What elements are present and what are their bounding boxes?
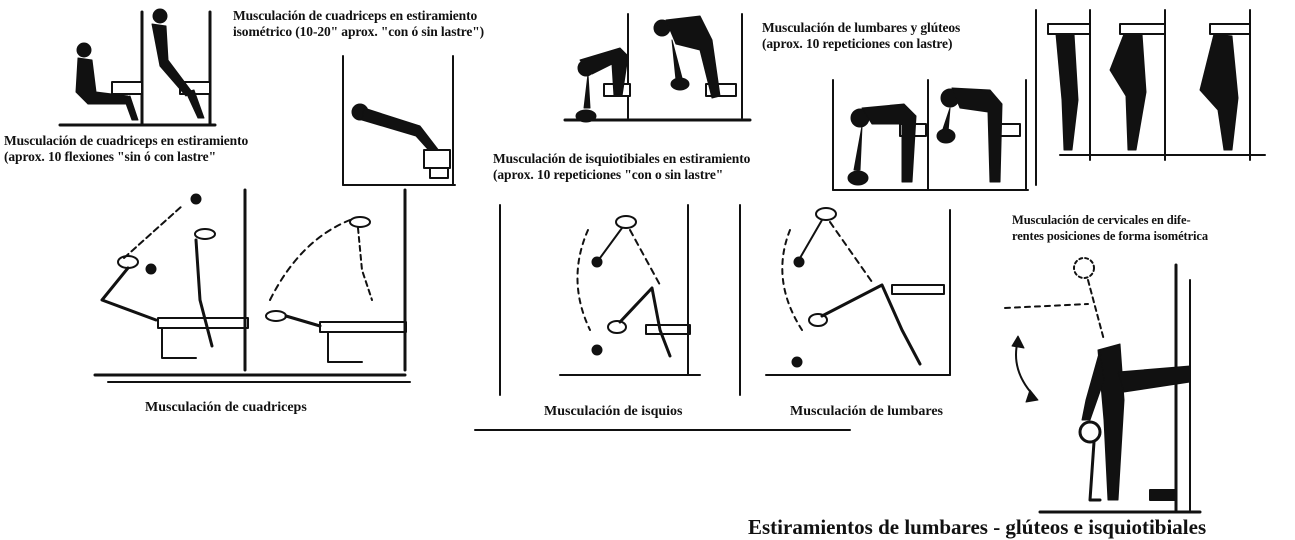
caption-quad-isometric: Musculación de cuadriceps en estiramient… (233, 8, 484, 40)
quad-wall-sit-figures (58, 8, 217, 127)
quad-isometric-figure (342, 55, 456, 186)
label-isquios: Musculación de isquios (544, 404, 683, 419)
caption-lumbar-gluteos: Musculación de lumbares y glúteos (aprox… (762, 20, 960, 52)
caption-line: Musculación de lumbares y glúteos (762, 20, 961, 35)
caption-line: Musculación de cuadriceps en estiramient… (4, 133, 249, 148)
caption-line: Musculación de isquiotibiales en estiram… (493, 151, 751, 166)
caption-line: Musculación de cuadriceps en estiramient… (233, 8, 478, 23)
caption-line: Musculación de cervicales en dife- (1012, 213, 1191, 227)
caption-quad-flexions: Musculación de cuadriceps en estiramient… (4, 133, 248, 165)
hanging-stretch-figures (1035, 9, 1266, 186)
label-cuadriceps: Musculación de cuadriceps (145, 400, 307, 415)
page-title: Estiramientos de lumbares - glúteos e is… (748, 515, 1207, 539)
caption-line: (aprox. 10 repeticiones con lastre) (762, 36, 953, 51)
caption-cervicales: Musculación de cervicales en dife- rente… (1012, 212, 1208, 244)
caption-line: (aprox. 10 repeticiones "con o sin lastr… (493, 167, 724, 182)
lumbar-gluteos-figures (832, 79, 1029, 191)
caption-line: isométrico (10-20" aprox. "con ó sin las… (233, 24, 485, 39)
label-lumbares: Musculación de lumbares (790, 404, 943, 419)
caption-line: rentes posiciones de forma isométrica (1012, 229, 1209, 243)
caption-line: (aprox. 10 flexiones "sin ó con lastre" (4, 149, 216, 164)
isquio-lumbar-line-drawings (474, 204, 951, 431)
caption-isquio-stretch: Musculación de isquiotibiales en estiram… (493, 151, 750, 183)
cervical-stretch-figure (1004, 257, 1202, 514)
hamstring-bent-figures (563, 13, 752, 123)
quad-line-drawings (93, 188, 411, 383)
